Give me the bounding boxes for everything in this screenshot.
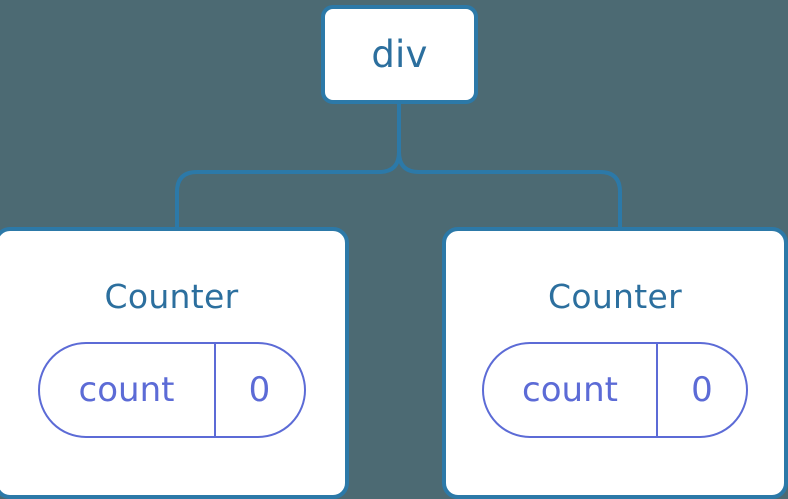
node-div[interactable]: div <box>321 5 478 104</box>
state-key-left: count <box>40 344 216 436</box>
state-pill-right[interactable]: count 0 <box>482 342 748 438</box>
state-key-right: count <box>484 344 658 436</box>
node-counter-left[interactable]: Counter count 0 <box>0 227 349 499</box>
state-value-left: 0 <box>248 370 271 410</box>
node-counter-right-label: Counter <box>548 277 682 316</box>
node-div-label: div <box>371 33 428 76</box>
state-value-right: 0 <box>691 370 713 410</box>
state-pill-left[interactable]: count 0 <box>37 342 306 438</box>
node-counter-right[interactable]: Counter count 0 <box>442 227 788 499</box>
edge-root-to-right-counter <box>397 101 622 231</box>
node-counter-left-label: Counter <box>104 277 239 316</box>
edge-root-to-left-counter <box>175 101 401 231</box>
